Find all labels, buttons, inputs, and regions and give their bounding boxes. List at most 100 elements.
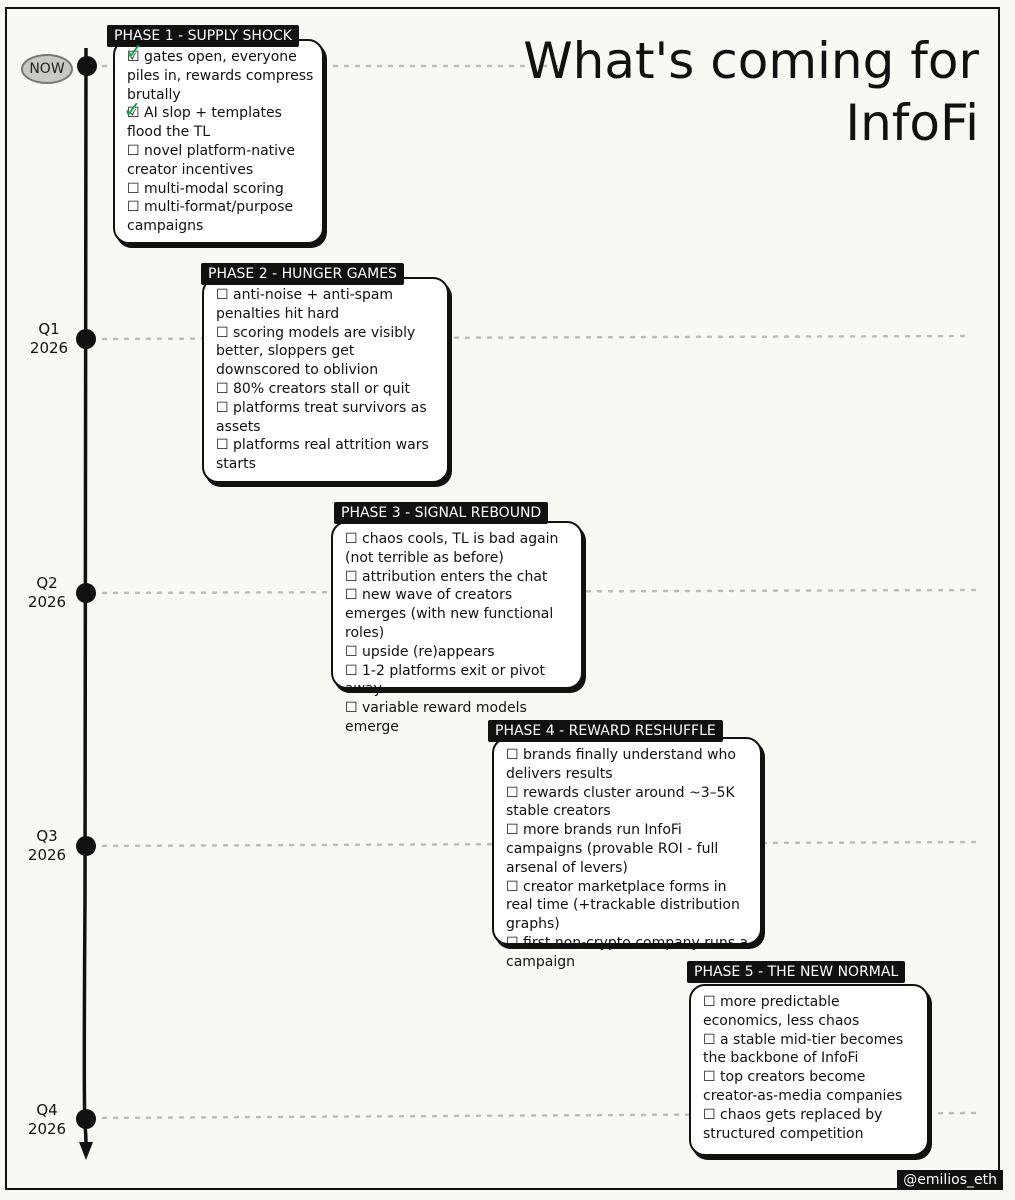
checklist-item-text: attribution enters the chat [357, 568, 548, 585]
phase-title-2: PHASE 2 - HUNGER GAMES [201, 263, 404, 285]
checklist-item-text: 1-2 platforms exit or pivot away [345, 662, 545, 698]
checkbox-icon: ☐ [127, 199, 140, 216]
checklist-item: ☐ multi-modal scoring [127, 180, 314, 199]
checkbox-icon: ☐ [703, 1031, 716, 1048]
checklist-item: ☑ AI slop + templates flood the TL [127, 104, 314, 142]
checklist-item-text: scoring models are visibly better, slopp… [216, 324, 416, 379]
milestone-dot-q1 [76, 329, 96, 349]
checklist-item: ☐ chaos cools, TL is bad again (not terr… [345, 530, 573, 568]
checklist-item-text: platforms real attrition wars starts [216, 437, 429, 473]
checkbox-icon: ☐ [216, 324, 229, 341]
checkbox-icon: ☐ [703, 994, 716, 1010]
checkbox-icon: ☐ [127, 180, 140, 197]
checkbox-icon: ☐ [345, 568, 358, 585]
checkbox-icon: ☐ [345, 662, 358, 679]
checkmark-icon: ✓ [123, 98, 142, 123]
checklist-item: ☐ a stable mid-tier becomes the backbone… [703, 1031, 919, 1069]
checklist-item: ☐ 80% creators stall or quit [216, 380, 439, 399]
checkbox-icon: ☐ [506, 747, 519, 763]
period-label-q4: Q4 2026 [27, 1101, 67, 1138]
phase-card-2: ☐ anti-noise + anti-spam penalties hit h… [202, 277, 449, 483]
checklist-item-text: multi-modal scoring [139, 180, 284, 197]
checkbox-icon: ☐ [345, 587, 358, 604]
checked-checkbox-icon: ☑ [127, 49, 140, 65]
phase-title-5: PHASE 5 - THE NEW NORMAL [687, 961, 906, 983]
checklist-item: ☐ creator marketplace forms in real time… [506, 878, 752, 934]
checklist-item: ☐ first non-crypto company runs a campai… [506, 934, 752, 972]
checklist-item-text: novel platform-native creator incentives [127, 142, 295, 178]
checkbox-icon: ☐ [345, 531, 358, 547]
checklist-item-text: variable reward models emerge [345, 700, 527, 735]
checkbox-icon: ☐ [345, 643, 358, 660]
checklist-item-text: upside (re)appears [357, 643, 495, 660]
phase-items: ☐ chaos cools, TL is bad again (not terr… [345, 530, 573, 737]
checkbox-icon: ☐ [216, 287, 229, 303]
phase-items: ☐ anti-noise + anti-spam penalties hit h… [216, 286, 439, 474]
checklist-item-text: more predictable economics, less chaos [703, 994, 860, 1029]
checklist-item: ☐ scoring models are visibly better, slo… [216, 324, 439, 380]
checklist-item-text: platforms treat survivors as assets [216, 399, 427, 435]
checklist-item: ☑ gates open, everyone piles in, rewards… [127, 48, 314, 104]
checklist-item-text: top creators become creator-as-media com… [703, 1069, 903, 1104]
checklist-item: ☐ multi-format/purpose campaigns [127, 198, 314, 236]
milestone-dot-q2 [76, 583, 96, 603]
phase-card-5: ☐ more predictable economics, less chaos… [689, 984, 929, 1156]
checkbox-icon: ☐ [506, 878, 519, 895]
checklist-item: ☐ novel platform-native creator incentiv… [127, 142, 314, 180]
checklist-item-text: chaos cools, TL is bad again (not terrib… [345, 531, 559, 566]
checklist-item-text: a stable mid-tier becomes the backbone o… [703, 1031, 904, 1067]
timeline-arrow-head [79, 1142, 93, 1160]
page-frame [5, 7, 1000, 1190]
checklist-item-text: multi-format/purpose campaigns [127, 199, 294, 235]
checklist-item-text: creator marketplace forms in real time (… [506, 878, 740, 933]
checklist-item: ☐ chaos gets replaced by structured comp… [703, 1106, 919, 1144]
checklist-item-text: rewards cluster around ~3–5K stable crea… [506, 784, 735, 820]
checklist-item-text: new wave of creators emerges (with new f… [345, 587, 554, 641]
checklist-item: ☐ variable reward models emerge [345, 699, 573, 737]
period-label-q2: Q2 2026 [27, 574, 67, 611]
checklist-item: ☐ rewards cluster around ~3–5K stable cr… [506, 784, 752, 822]
checkbox-icon: ☐ [506, 784, 519, 801]
phase-card-1: ☑ gates open, everyone piles in, rewards… [113, 39, 324, 244]
checklist-item: ☐ platforms treat survivors as assets [216, 399, 439, 437]
period-label-q3: Q3 2026 [27, 827, 67, 864]
phase-items: ☐ brands finally understand who delivers… [506, 746, 752, 972]
checklist-item-text: first non-crypto company runs a campaign [506, 934, 749, 970]
page-title: What's coming for InfoFi [523, 32, 979, 152]
checklist-item: ☐ new wave of creators emerges (with new… [345, 586, 573, 642]
checklist-item: ☐ top creators become creator-as-media c… [703, 1068, 919, 1106]
checklist-item: ☐ brands finally understand who delivers… [506, 746, 752, 784]
checklist-item-text: 80% creators stall or quit [228, 380, 410, 397]
checkbox-icon: ☐ [703, 1106, 716, 1123]
author-handle: @emilios_eth [897, 1170, 1003, 1190]
phase-card-4: ☐ brands finally understand who delivers… [492, 737, 762, 970]
checklist-item: ☐ upside (re)appears [345, 643, 573, 662]
checklist-item: ☐ platforms real attrition wars starts [216, 436, 439, 474]
milestone-dot-q4 [76, 1109, 96, 1129]
phase-title-3: PHASE 3 - SIGNAL REBOUND [334, 502, 549, 524]
checked-checkbox-icon: ☑ [127, 105, 140, 122]
checklist-item: ☐ 1-2 platforms exit or pivot away [345, 662, 573, 700]
checkbox-icon: ☐ [506, 822, 519, 839]
checkbox-icon: ☐ [703, 1069, 716, 1086]
checkbox-icon: ☐ [216, 399, 229, 416]
phase-card-3: ☐ chaos cools, TL is bad again (not terr… [331, 521, 583, 735]
checklist-item: ☐ more predictable economics, less chaos [703, 993, 919, 1031]
checkbox-icon: ☐ [345, 700, 358, 717]
phase-title-1: PHASE 1 - SUPPLY SHOCK [107, 25, 299, 47]
phase-title-4: PHASE 4 - REWARD RESHUFFLE [488, 720, 723, 742]
phase-items: ☑ gates open, everyone piles in, rewards… [127, 48, 314, 236]
checklist-item: ☐ more brands run InfoFi campaigns (prov… [506, 821, 752, 877]
checkbox-icon: ☐ [216, 437, 229, 454]
checkmark-icon: ✓ [125, 40, 144, 65]
checkbox-icon: ☐ [216, 380, 229, 397]
checkbox-icon: ☐ [506, 934, 519, 951]
checklist-item-text: anti-noise + anti-spam penalties hit har… [216, 287, 394, 322]
checklist-item-text: AI slop + templates flood the TL [127, 105, 282, 141]
checklist-item-text: brands finally understand who delivers r… [506, 747, 736, 782]
milestone-dot-now [77, 56, 97, 76]
phase-items: ☐ more predictable economics, less chaos… [703, 993, 919, 1143]
now-marker: NOW [21, 54, 73, 84]
checklist-item-text: more brands run InfoFi campaigns (provab… [506, 822, 719, 876]
checkbox-icon: ☐ [127, 142, 140, 159]
